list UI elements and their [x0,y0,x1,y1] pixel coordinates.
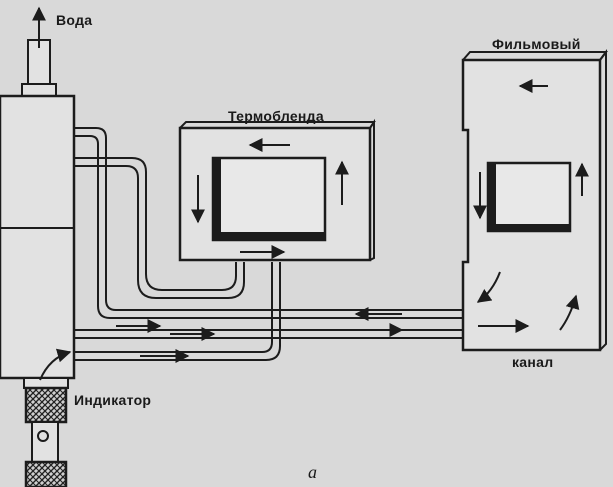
film-channel-block [461,49,608,352]
thermoblend-block [178,118,376,262]
indicator-flow-arrow [39,348,72,381]
left-column [0,94,76,380]
label-film-channel-bottom: канал [512,354,554,370]
label-thermoblend: Термобленда [228,108,324,124]
indicator-device [23,377,69,487]
film-curve-arrow-right [559,294,580,331]
label-indicator: Индикатор [74,392,152,408]
pipe-flow-arrows [116,307,404,363]
label-film-channel-top: Фильмовый [492,36,581,52]
label-water: Вода [56,12,93,28]
pipes [74,127,463,361]
figure-caption: а [308,462,318,482]
film-curve-arrow-left [476,271,501,303]
water-outlet [21,39,57,97]
